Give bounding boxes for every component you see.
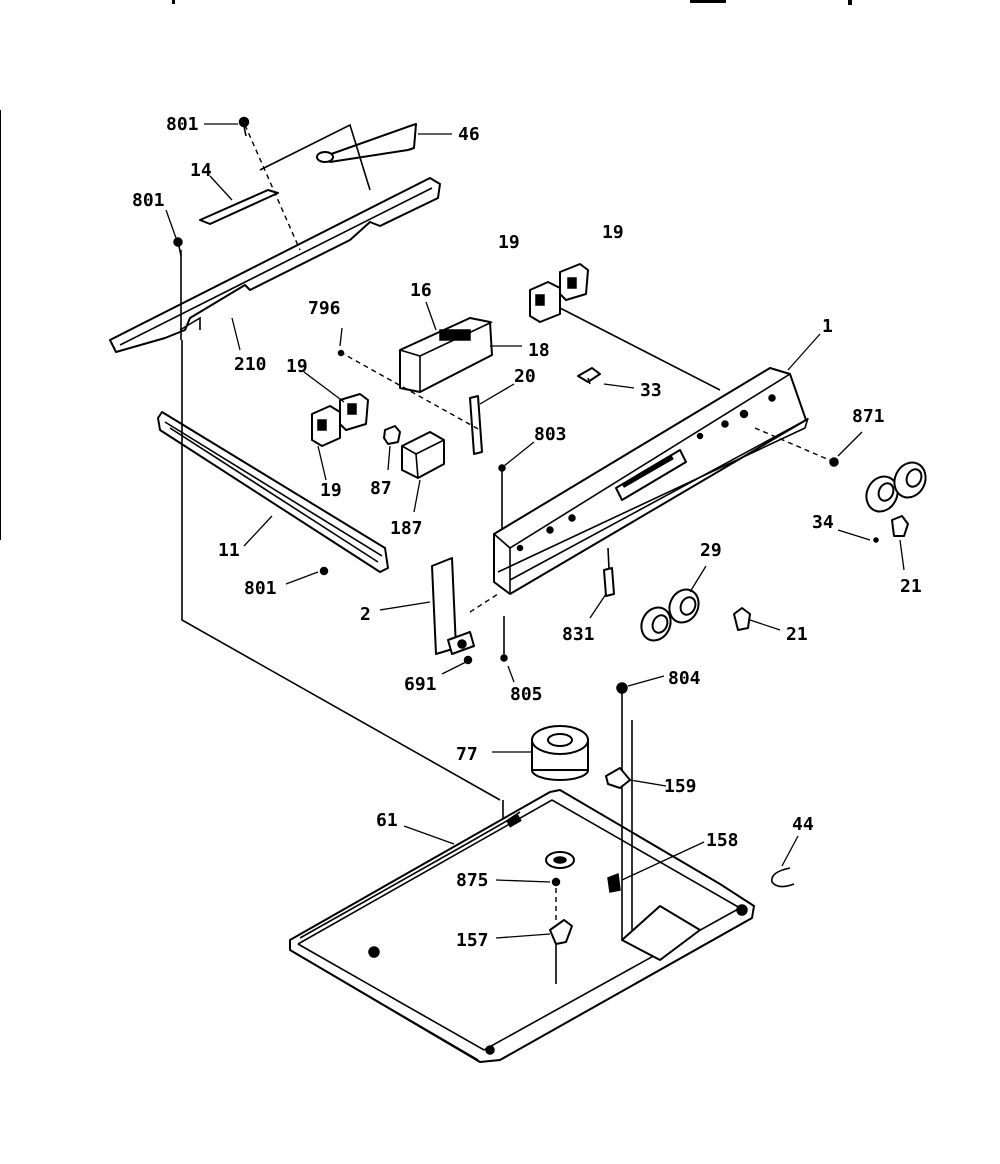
label-77: 77 <box>456 744 478 765</box>
switch-19-left <box>311 393 369 447</box>
screw-803 <box>498 464 506 530</box>
leader-lines <box>165 123 905 939</box>
screw-871 <box>829 457 839 467</box>
top-trim-strip-210 <box>109 177 441 353</box>
clip-831 <box>603 547 615 597</box>
label-796: 796 <box>308 298 341 319</box>
label-11: 11 <box>218 540 240 561</box>
top-edge-marks <box>0 0 852 540</box>
screw-801a <box>238 116 250 137</box>
knobs-right <box>865 461 927 537</box>
switch-19-upper <box>529 263 589 323</box>
label-21-right: 21 <box>900 576 922 597</box>
label-61: 61 <box>376 810 398 831</box>
control-panel-1 <box>493 367 809 595</box>
label-19-a: 19 <box>498 232 520 253</box>
part-labels: 801 46 14 801 210 796 16 18 19 19 19 19 … <box>132 114 922 951</box>
label-804: 804 <box>668 668 701 689</box>
label-805: 805 <box>510 684 543 705</box>
label-16: 16 <box>410 280 432 301</box>
guide-801a <box>244 124 301 251</box>
label-801-top: 801 <box>166 114 199 135</box>
screw-801c <box>319 566 329 576</box>
part-34 <box>873 537 879 543</box>
guide-19-panel <box>559 307 721 391</box>
label-18: 18 <box>528 340 550 361</box>
knob-21-center <box>733 607 751 631</box>
clip-33 <box>577 367 601 385</box>
part-187 <box>401 431 445 479</box>
label-803: 803 <box>534 424 567 445</box>
knobs-29 <box>640 588 700 642</box>
part-46 <box>316 123 417 163</box>
screw-875 <box>551 877 561 920</box>
screw-801b <box>173 237 183 257</box>
label-21-center: 21 <box>786 624 808 645</box>
guide-46 <box>259 123 371 191</box>
front-trim-11 <box>157 411 389 573</box>
guide-2 <box>469 593 499 613</box>
label-33: 33 <box>640 380 662 401</box>
rod-assembly-804-159-158 <box>605 682 633 940</box>
timer-module-16-18 <box>399 317 493 393</box>
label-14: 14 <box>190 160 212 181</box>
screw-805 <box>500 616 508 662</box>
label-19-c: 19 <box>286 356 308 377</box>
label-20: 20 <box>514 366 536 387</box>
part-87 <box>383 425 401 445</box>
label-875: 875 <box>456 870 489 891</box>
label-87: 87 <box>370 478 392 499</box>
label-1: 1 <box>822 316 833 337</box>
part-157 <box>549 919 573 984</box>
label-187: 187 <box>390 518 423 539</box>
label-44: 44 <box>792 814 814 835</box>
label-157: 157 <box>456 930 489 951</box>
label-19-b: 19 <box>602 222 624 243</box>
bottom-pan-61 <box>289 789 755 1063</box>
hook-44 <box>771 867 795 888</box>
bracket-20 <box>469 395 483 455</box>
part-14 <box>199 189 279 225</box>
drum-77 <box>531 725 589 781</box>
label-210: 210 <box>234 354 267 375</box>
label-801-left: 801 <box>132 190 165 211</box>
bracket-2 <box>431 557 475 655</box>
label-159: 159 <box>664 776 697 797</box>
label-831: 831 <box>562 624 595 645</box>
label-871: 871 <box>852 406 885 427</box>
label-34: 34 <box>812 512 834 533</box>
guide-left-vertical <box>181 340 501 801</box>
label-19-d: 19 <box>320 480 342 501</box>
label-158: 158 <box>706 830 739 851</box>
label-2: 2 <box>360 604 371 625</box>
label-46: 46 <box>458 124 480 145</box>
label-691: 691 <box>404 674 437 695</box>
label-29: 29 <box>700 540 722 561</box>
label-801-bottom: 801 <box>244 578 277 599</box>
screw-691 <box>463 655 473 665</box>
part-796 <box>337 349 345 357</box>
